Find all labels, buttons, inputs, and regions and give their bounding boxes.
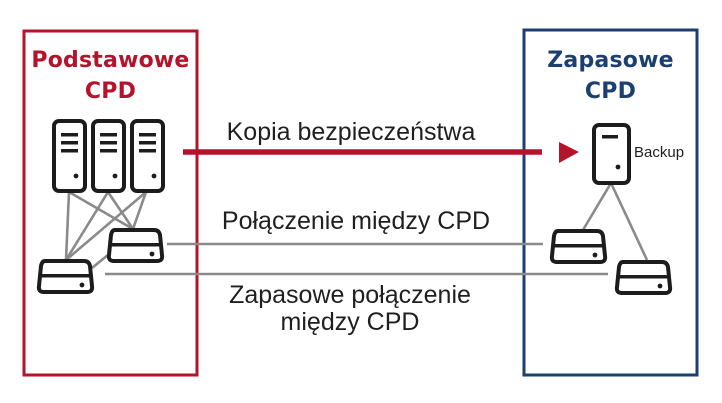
server-tower-icon (52, 119, 87, 193)
primary-dc: Podstawowe CPD (24, 31, 197, 375)
backup-dc: Zapasowe CPD (524, 30, 697, 375)
backup-server-tower-icon (592, 123, 631, 185)
primary-mesh-links (64, 190, 148, 270)
backup-dc-frame (522, 28, 699, 377)
primary-dc-title-line1: Podstawowe (31, 48, 190, 73)
inter-dc-backup-label-line1: Zapasowe połączenie (229, 281, 471, 309)
backup-server-label: Backup (634, 144, 685, 161)
inter-dc-backup-label-line2: między CPD (280, 308, 420, 336)
triangle-arrow-right-icon (559, 142, 579, 163)
backup-copy-label: Kopia bezpieczeństwa (226, 118, 476, 146)
server-tower-icon (91, 119, 126, 193)
primary-dc-frame (22, 29, 199, 377)
backup-dc-title-line2: CPD (584, 79, 637, 104)
primary-dc-title-line2: CPD (84, 79, 137, 104)
inter-dc-label: Połączenie między CPD (221, 207, 491, 235)
backup-dc-title-line1: Zapasowe (547, 48, 674, 73)
server-tower-icon (130, 119, 165, 193)
backup-mesh-links (581, 182, 649, 261)
